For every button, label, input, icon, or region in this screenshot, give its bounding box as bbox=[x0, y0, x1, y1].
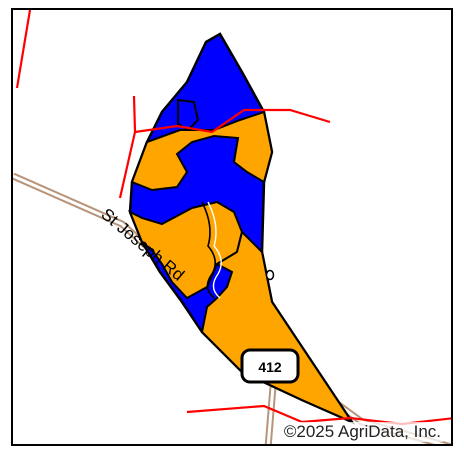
map-canvas: St Joseph Rd 412 bbox=[13, 10, 451, 444]
route-shield-label: 412 bbox=[258, 359, 282, 375]
route-shield: 412 bbox=[240, 348, 300, 384]
map-frame[interactable]: St Joseph Rd 412 ©2025 AgriData, Inc. bbox=[11, 8, 453, 446]
copyright-notice: ©2025 AgriData, Inc. bbox=[281, 422, 443, 442]
